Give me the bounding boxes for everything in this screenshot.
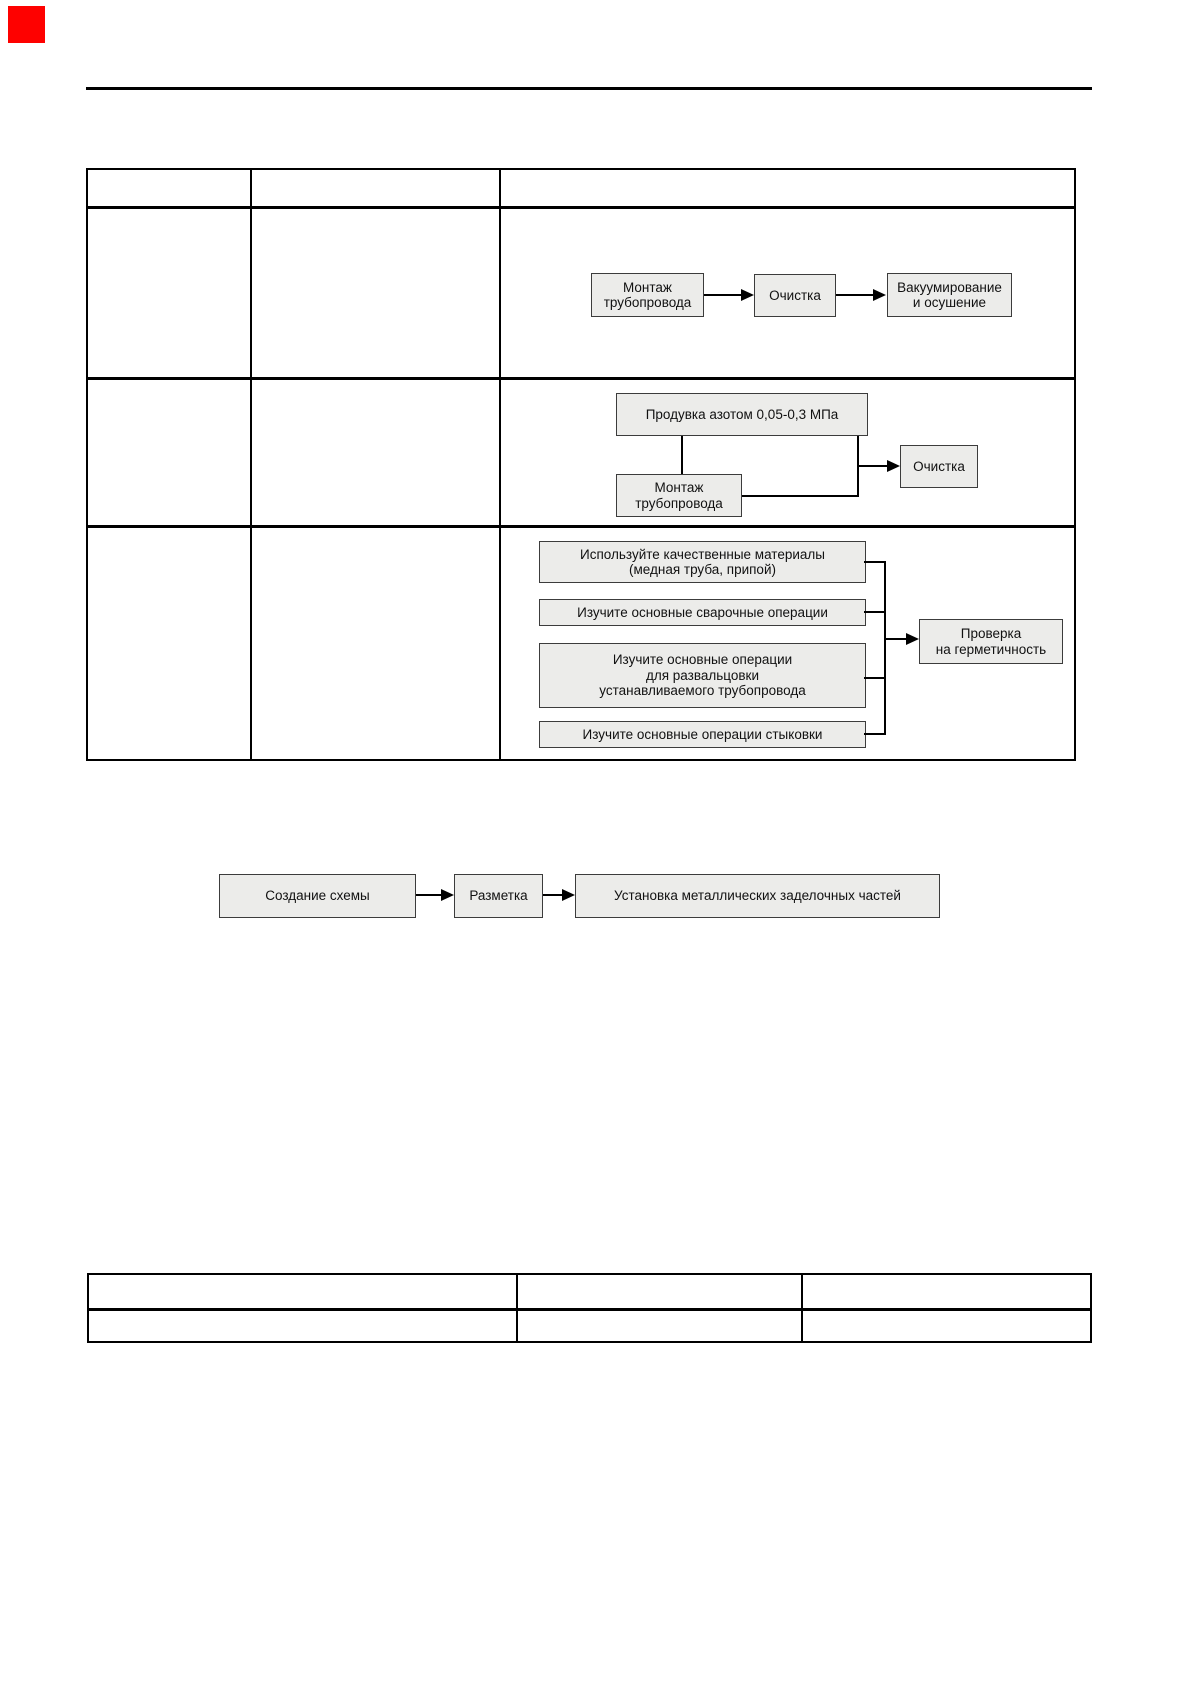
arrow-right-icon [887,460,900,472]
flow-box-line: и осушение [912,295,987,310]
flow-box-line: на герметичность [935,641,1047,657]
flow-box-line: устанавливаемого трубопровода [599,683,806,699]
flow-connector [416,894,441,896]
arrow-right-icon [741,289,754,301]
flow-connector [836,294,873,296]
flow-box-line: Продувка азотом 0,05-0,3 МПа [645,406,839,422]
flow-box-vacuum-drying: Вакуумирование и осушение [887,273,1012,317]
flow-box-line: Очистка [769,287,821,303]
flow-box-leak-test: Проверка на герметичность [919,619,1063,664]
red-corner-marker [8,6,45,43]
flow-box-cleaning-2: Очистка [900,445,978,488]
flow-box-welding-operations: Изучите основные сварочные операции [539,599,866,626]
process-table [86,168,1076,761]
header-rule [86,87,1092,90]
arrow-right-icon [873,289,886,301]
flow-box-line: Создание схемы [265,888,370,904]
process-table-row-divider-2 [88,525,1074,528]
flow-box-cleaning-1: Очистка [754,274,836,317]
flow-box-line: Установка металлических заделочных часте… [614,888,901,904]
flow-connector [864,611,886,613]
bottom-table-header-divider [89,1308,1090,1311]
flow-box-quality-materials: Используйте качественные материалы (медн… [539,541,866,583]
arrow-right-icon [562,889,575,901]
process-table-header-divider [88,206,1074,209]
flow-box-line: трубопровода [603,295,692,310]
bottom-table [87,1273,1092,1343]
flow-box-pipeline-installation-2: Монтаж трубопровода [616,474,742,517]
flow-box-line: Изучите основные операции [612,652,793,668]
flow-connector [864,733,886,735]
flow-connector [864,677,886,679]
process-table-col-divider-1 [250,170,252,759]
flow-connector [857,465,887,467]
flow-box-marking: Разметка [454,874,543,918]
flow-box-line: Очистка [913,458,965,474]
flow-box-pipeline-installation-1: Монтаж трубопровода [591,273,704,317]
flow-box-line: для развальцовки [645,667,760,683]
flow-box-line: трубопровода [635,495,723,511]
flow-box-line: Монтаж [623,279,672,295]
process-table-col-divider-2 [499,170,501,759]
flow-box-metal-embedded-parts: Установка металлических заделочных часте… [575,874,940,918]
flow-connector [543,894,562,896]
flow-box-line: Вакуумирование [897,279,1002,295]
flow-box-flaring-operations: Изучите основные операции для развальцов… [539,643,866,708]
flow-box-line: Используйте качественные материалы [580,546,825,562]
process-table-row-divider-1 [88,377,1074,380]
flow-box-line: (медная труба, припой) [629,562,776,577]
flow-box-joining-operations: Изучите основные операции стыковки [539,721,866,748]
flow-connector [681,436,683,474]
flow-connector [704,294,741,296]
arrow-right-icon [441,889,454,901]
flow-connector [864,561,886,563]
flow-box-line: Разметка [469,888,528,904]
flow-box-line: Изучите основные операции стыковки [582,726,823,742]
flow-box-line: Монтаж [654,480,704,495]
flow-box-scheme-creation: Создание схемы [219,874,416,918]
flow-box-nitrogen-purge: Продувка азотом 0,05-0,3 МПа [616,393,868,436]
flow-box-line: Изучите основные сварочные операции [577,604,828,620]
flow-connector [884,638,906,640]
flow-collector-line [884,561,886,735]
flow-connector [742,495,859,497]
arrow-right-icon [906,633,919,645]
flow-box-line: Проверка [960,626,1022,641]
